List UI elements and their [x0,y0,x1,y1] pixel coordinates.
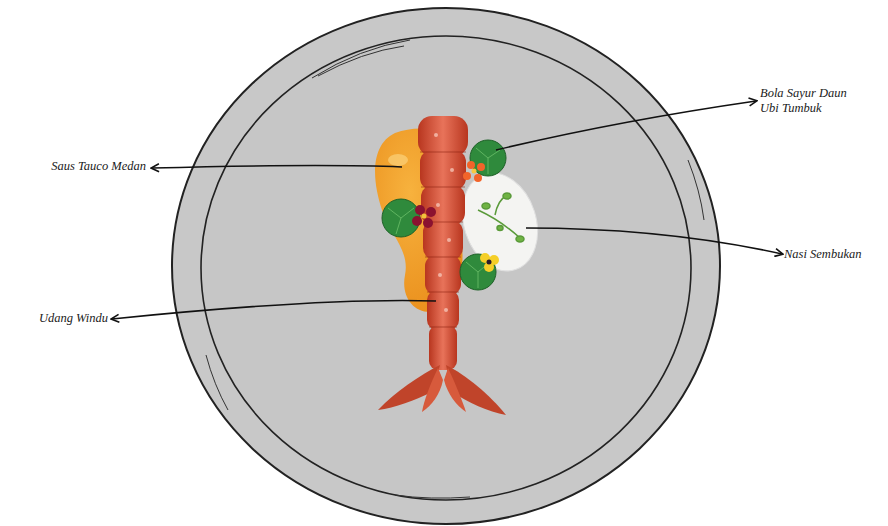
dish-component-label: Saus Tauco Medan [10,159,146,174]
dish-component-label: Bola Sayur Daun Ubi Tumbuk [760,86,860,116]
dish-component-label: Nasi Sembukan [784,247,884,262]
dish-component-label: Udang Windu [4,311,108,326]
